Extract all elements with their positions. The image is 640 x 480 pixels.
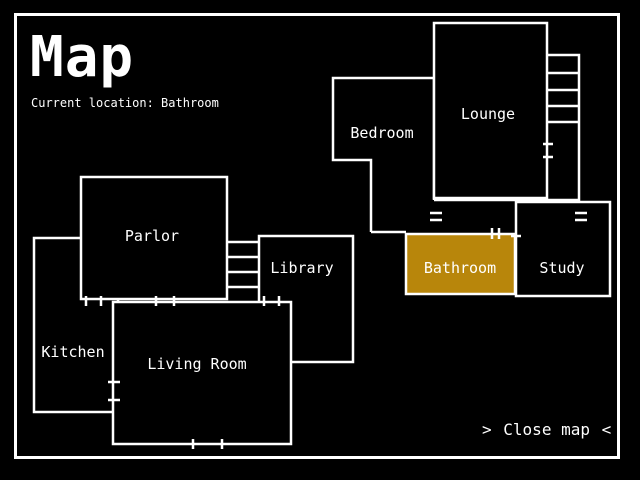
room-label-study: Study [539,259,585,277]
room-label-lounge: Lounge [460,105,516,123]
close-map-button[interactable]: > Close map < [480,420,613,439]
room-label-parlor: Parlor [124,227,180,245]
current-location-text: Current location: Bathroom [31,96,219,110]
room-label-living-room: Living Room [147,355,247,373]
room-lounge[interactable] [432,21,549,200]
room-bedroom[interactable] [331,76,436,232]
room-parlor[interactable] [79,175,229,301]
room-bathroom[interactable] [404,232,517,296]
map-frame [14,13,620,459]
room-outline-east [434,53,581,202]
close-map-label: Close map [503,420,590,439]
room-label-bedroom: Bedroom [350,124,414,142]
close-map-left-arrow: > [482,420,492,439]
room-living-room[interactable] [111,300,293,446]
room-label-library: Library [270,259,334,277]
room-label-bathroom: Bathroom [423,259,497,277]
room-study[interactable] [514,200,612,298]
close-map-right-arrow: < [601,420,612,439]
screen-title: Map [30,25,135,90]
stairs-west [227,240,259,289]
door-markers [84,142,587,449]
stairs-east [547,71,579,124]
room-label-kitchen: Kitchen [41,343,105,361]
